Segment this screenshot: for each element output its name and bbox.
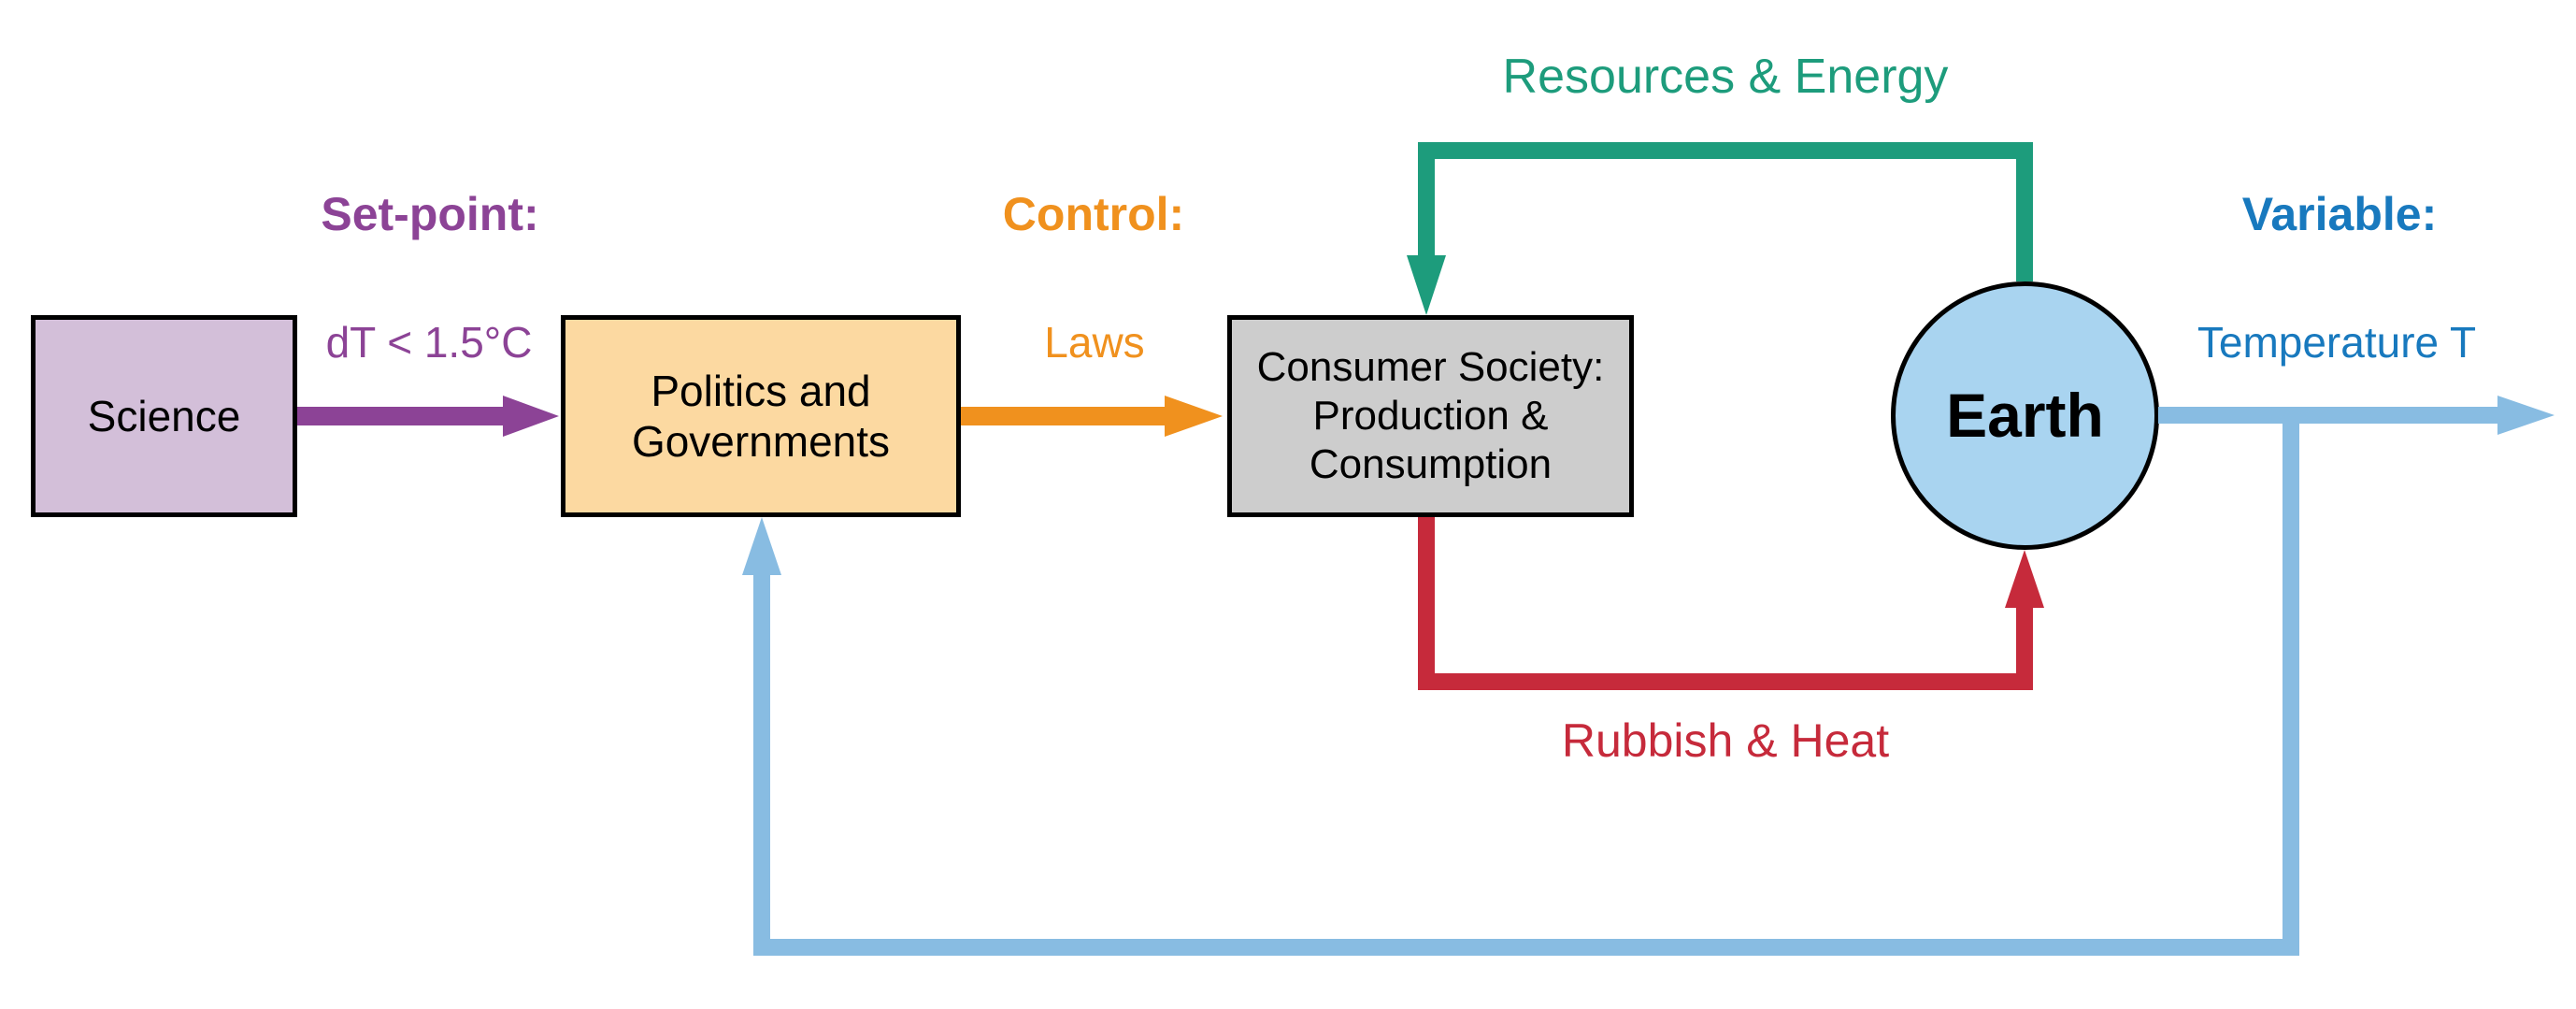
science-node: Science: [31, 315, 297, 517]
variable-value: Temperature T: [2197, 318, 2477, 367]
feedback-loop-segment-left: [753, 575, 770, 956]
set-point-value: dT < 1.5°C: [325, 318, 533, 367]
politics-node-line2: Governments: [631, 417, 891, 466]
science-node-label: Science: [87, 391, 241, 440]
control-arrow-shaft: [961, 407, 1165, 425]
politics-governments-node: Politics and Governments: [561, 315, 961, 517]
resources-loop-segment-right: [2016, 142, 2033, 281]
rubbish-arrow-head-icon: [2005, 550, 2044, 608]
feedback-loop-segment-bottom: [753, 939, 2299, 956]
consumer-node-line2: Production &: [1312, 393, 1549, 440]
politics-node-line1: Politics and: [651, 366, 871, 415]
control-arrow-head-icon: [1165, 396, 1223, 437]
consumer-node-line3: Consumption: [1309, 440, 1553, 487]
earth-node: Earth: [1891, 281, 2159, 550]
rubbish-loop-segment-left: [1418, 517, 1435, 681]
rubbish-loop-segment-bottom: [1418, 673, 2033, 690]
feedback-arrow-head-icon: [742, 517, 781, 575]
resources-loop-segment-top: [1418, 142, 2033, 159]
rubbish-loop-segment-right: [2016, 608, 2033, 690]
consumer-society-node: Consumer Society: Production & Consumpti…: [1227, 315, 1634, 517]
set-point-header: Set-point:: [321, 188, 539, 240]
consumer-node-line1: Consumer Society:: [1256, 344, 1605, 391]
feedback-loop-segment-right: [2283, 424, 2299, 956]
variable-header: Variable:: [2241, 188, 2438, 240]
control-header: Control:: [1002, 188, 1185, 240]
temperature-output-shaft: [2158, 407, 2497, 424]
control-value: Laws: [1044, 318, 1145, 367]
resources-energy-label: Resources & Energy: [1502, 50, 1949, 104]
set-point-arrow-head-icon: [503, 396, 559, 437]
temperature-output-arrow-head-icon: [2497, 396, 2555, 435]
earth-node-label: Earth: [1946, 380, 2104, 450]
rubbish-heat-label: Rubbish & Heat: [1561, 714, 1890, 767]
resources-arrow-head-icon: [1407, 255, 1446, 315]
set-point-arrow-shaft: [297, 407, 503, 425]
resources-loop-segment-left: [1418, 142, 1435, 255]
